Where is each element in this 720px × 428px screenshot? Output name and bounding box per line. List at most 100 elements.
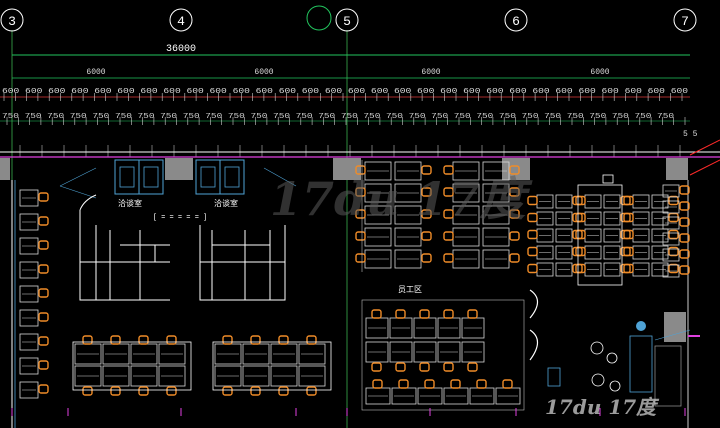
chair [355, 187, 366, 197]
desk [651, 228, 669, 243]
chair [679, 217, 690, 227]
desk [19, 213, 39, 231]
watermark-corner: 17du 17度 [545, 395, 660, 419]
desk [555, 228, 573, 243]
workstation-grid-right [527, 184, 690, 286]
chair [38, 384, 49, 394]
desk [482, 227, 510, 247]
chair [476, 379, 487, 389]
chair [572, 246, 583, 257]
chair [38, 312, 49, 322]
chair [371, 309, 382, 319]
chair [138, 335, 149, 345]
desk [298, 365, 326, 387]
dimension-span-3: 6000 [421, 68, 440, 77]
chair [110, 335, 121, 345]
chair [572, 263, 583, 274]
axis-label-7: 7 [681, 14, 689, 29]
chair [527, 229, 538, 240]
chair [572, 229, 583, 240]
chair [421, 165, 432, 175]
chair [222, 386, 233, 396]
chair [509, 231, 520, 241]
desk [437, 341, 461, 363]
axis-bubble-4: 4 [169, 8, 193, 32]
cluster-frame [577, 184, 623, 286]
chair [668, 195, 679, 206]
desk [603, 245, 621, 260]
desk [482, 183, 510, 203]
chair [38, 240, 49, 250]
desk [413, 341, 437, 363]
meeting-sign: [ = = = = = ] [153, 214, 208, 222]
axis-bubble-3: 3 [0, 8, 24, 32]
chair [355, 209, 366, 219]
desk [270, 365, 298, 387]
meeting-room-left: 洽谈室 [59, 159, 164, 208]
chair [450, 379, 461, 389]
chair [355, 231, 366, 241]
dimension-chain-text-2: 750 750 750 750 750 750 750 750 750 750 … [2, 113, 674, 121]
axis-label-4: 4 [177, 14, 185, 29]
dimension-right-mark: 5 5 [683, 130, 698, 139]
workstation-grid-middle-lower [361, 299, 525, 411]
chair [421, 187, 432, 197]
chair [166, 386, 177, 396]
watermark-center: 17du 17度 [270, 172, 534, 226]
chair [419, 362, 430, 372]
chair [398, 379, 409, 389]
desk [555, 262, 573, 277]
desk [214, 365, 242, 387]
chair [527, 246, 538, 257]
room-label-right: 洽谈室 [214, 198, 238, 208]
cluster-frame [212, 341, 332, 391]
desk [130, 365, 158, 387]
chair [166, 335, 177, 345]
chair [443, 231, 454, 241]
chair [623, 229, 634, 240]
chair [38, 288, 49, 298]
chair [668, 263, 679, 274]
desk [651, 211, 669, 226]
chair [575, 229, 586, 240]
cluster-frame [72, 341, 192, 391]
chair [371, 362, 382, 372]
chair [575, 195, 586, 206]
meeting-room-right: 洽谈室 [195, 159, 297, 208]
chair [623, 263, 634, 274]
chair [679, 185, 690, 195]
desk [555, 245, 573, 260]
chair [306, 386, 317, 396]
chair [424, 379, 435, 389]
chair [527, 263, 538, 274]
dimension-span-4: 6000 [590, 68, 609, 77]
desk [555, 194, 573, 209]
chair [250, 335, 261, 345]
axis-label-3: 3 [8, 14, 16, 29]
desk [482, 205, 510, 225]
chair [372, 379, 383, 389]
desk [19, 381, 39, 399]
axis-bubble-6: 6 [504, 8, 528, 32]
desk [482, 161, 510, 181]
desk [651, 194, 669, 209]
axis-bubble-7: 7 [673, 8, 697, 32]
dimension-span-1: 6000 [86, 68, 105, 77]
desk [158, 365, 186, 387]
desk [394, 183, 422, 203]
chair [679, 233, 690, 243]
chair [623, 246, 634, 257]
chair [668, 212, 679, 223]
desk [603, 211, 621, 226]
dimension-ticks [3, 93, 686, 157]
desk [603, 228, 621, 243]
dimension-chain-text-1: 600 600 600 600 600 600 600 600 600 600 … [2, 88, 688, 96]
chair [509, 165, 520, 175]
axis-bubble-5: 5 [335, 8, 359, 32]
chair [421, 253, 432, 263]
shelving-left [79, 194, 170, 301]
chair [509, 187, 520, 197]
desk [19, 309, 39, 327]
chair [306, 335, 317, 345]
chair [82, 335, 93, 345]
